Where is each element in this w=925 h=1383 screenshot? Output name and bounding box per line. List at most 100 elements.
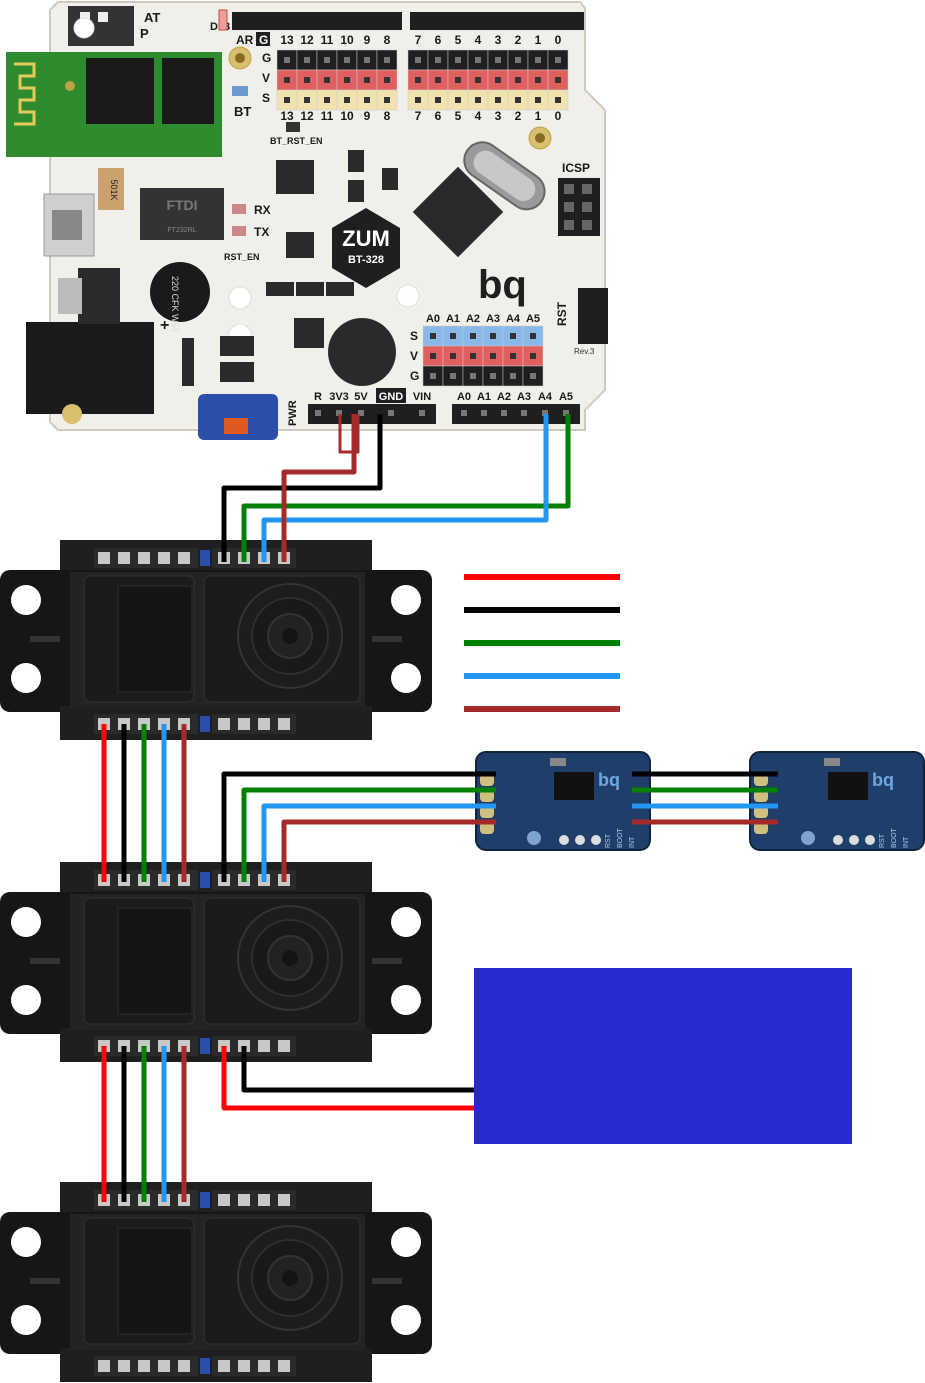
row-s-label: S [262,91,270,105]
power-pin-label: 3V3 [329,391,349,403]
digital-pin-label: 1 [535,109,542,123]
analog-pin-label: A5 [526,313,540,325]
servo-motors [0,540,432,1382]
sensor-pin-label: INT [903,836,910,848]
analog-row-g-label: G [410,369,419,383]
power-jack [26,322,154,414]
revision-label: Rev.3 [574,347,595,356]
header-top-left [232,12,402,30]
digital-pin-label: 5 [455,109,462,123]
digital-pin-label: 12 [300,109,314,123]
digital-pin-label: 5 [455,33,462,47]
analog-pin-label: A1 [446,313,460,325]
ftdi-chip: FTDI FT232RL [140,188,224,240]
sensor-pin-label: RST [605,833,612,848]
analog-pin-label: A3 [486,313,500,325]
digital-pin-label: 8 [384,33,391,47]
power-pin-label: R [314,391,322,403]
power-pin-label: GND [379,391,404,403]
power-header [308,404,436,424]
wire-battery-neg [241,1046,474,1093]
digital-pin-label: 3 [495,109,502,123]
inductor-label: 220 CFK W53 [170,276,180,333]
analog-pin-label: A2 [466,313,480,325]
ftdi-label: FTDI [166,197,197,213]
sensor-pin-label: BOOT [617,827,624,848]
digital-pin-label: 3 [495,33,502,47]
rx-label: RX [254,203,271,217]
atmega328-chip [412,166,504,258]
tx-label: TX [254,225,269,239]
digital-pin-label: 1 [535,33,542,47]
digital-pin-label: 10 [340,109,354,123]
sensor-pin-label: INT [629,836,636,848]
wire-sensor-gnd [221,771,496,882]
digital-pin-label: 11 [321,33,334,47]
power-inductor [328,318,396,386]
digital-pin-label: 13 [280,109,294,123]
header-top-right [410,12,584,30]
analog-pin-label: A0 [457,391,471,403]
analog-pin-label: A4 [506,313,521,325]
pwr-label: PWR [287,400,299,426]
digital-pin-label: 2 [515,33,522,47]
analog-row-v-label: V [410,349,418,363]
wire-5v-board [281,414,357,562]
bt-label: BT [234,104,251,119]
analog-row-s-label: S [410,329,418,343]
power-pin-label: 5V [354,391,368,403]
analog-pin-labels-top: A0 A1 A2 A3 A4 A5 [426,313,540,325]
crystal-oscillator [463,141,546,211]
wire-sensor-scl [261,803,496,882]
digital-pin-grid [276,49,569,111]
analog-pin-label: A5 [559,391,573,403]
board-name: ZUM [342,226,390,251]
digital-pin-label: 9 [364,33,371,47]
wire-gnd-board [221,414,383,562]
digital-pin-label: 0 [555,33,562,47]
digital-pin-label: 4 [475,109,482,123]
analog-pin-grid [422,325,544,387]
rst-en-label: RST_EN [224,252,260,262]
icsp-label: ICSP [562,161,590,175]
wire-3v3-loop [338,414,360,454]
row-g-label: G [262,51,271,65]
digital-pin-label: 0 [555,109,562,123]
analog-header [452,404,580,424]
wire-battery-pos [221,1046,474,1111]
digital-pin-label: 7 [415,109,422,123]
wire-sensor-vcc [281,819,496,882]
rst-label: RST [555,301,569,326]
resistor-label: 501K [109,179,119,200]
reset-button[interactable] [578,288,608,344]
dip-at-label: AT [144,10,160,25]
wires [101,414,778,1202]
wire-sensor-sda [241,787,496,882]
wire-a5-board [241,414,571,562]
power-switch[interactable] [198,394,278,440]
digital-pin-label: 6 [435,33,442,47]
analog-pin-label: A0 [426,313,440,325]
dip-p-label: P [140,26,149,41]
sensor-bq-logo: bq [598,770,620,790]
digital-pin-label: 2 [515,109,522,123]
sensor-pin-label: RST [879,833,886,848]
battery-pack [474,968,852,1144]
digital-pin-label: 4 [475,33,482,47]
sensor-pin-label: BOOT [891,827,898,848]
wire-a4-board [261,414,549,562]
analog-pin-label: A3 [517,391,531,403]
digital-pin-label: 13 [280,33,294,47]
digital-pin-label: 11 [321,109,334,123]
servo-motor [0,862,432,1062]
g-top-label: G [259,33,268,47]
